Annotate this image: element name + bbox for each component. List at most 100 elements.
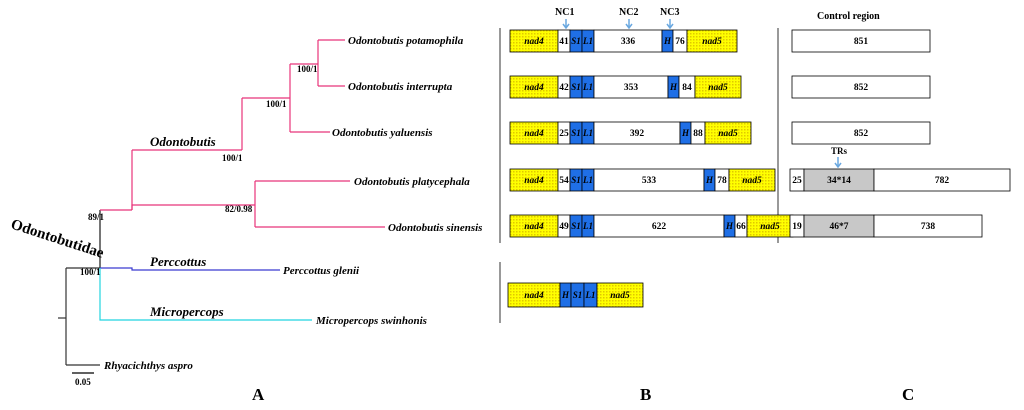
genus-label-odontobutis: Odontobutis	[150, 134, 216, 149]
nc2-label: NC2	[619, 7, 638, 18]
gene-box-nad5	[686, 29, 738, 53]
gene-label-nad5: nad5	[708, 83, 728, 93]
trna-l1-label: L1	[582, 175, 593, 185]
nc1-value: 54	[559, 176, 569, 186]
gene-label-nad5: nad5	[760, 222, 780, 232]
phylogenetic-tree: 0.05 Odontobutis potamophila Odontobutis…	[9, 35, 483, 387]
gene-label-nad4: nad4	[524, 129, 544, 139]
nc1-value: 49	[559, 222, 569, 232]
genus-label-perccottus: Perccottus	[150, 254, 206, 269]
scale-bar-label: 0.05	[75, 377, 91, 387]
gene-box-nad4	[507, 282, 561, 308]
control-region-row: 852	[791, 75, 931, 99]
gene-box-nad5	[596, 282, 644, 308]
nc1-value: 42	[559, 83, 569, 93]
trna-s1-label: S1	[571, 82, 581, 92]
control-region-row: 19 46*7 738	[789, 214, 983, 238]
trna-s1-label: S1	[571, 36, 581, 46]
trs-label: TRs	[831, 146, 848, 156]
nc-markers: NC1 NC2 NC3	[555, 7, 679, 30]
nc2-value: 533	[642, 176, 657, 186]
panel-label-c: C	[902, 385, 914, 404]
gene-label-nad5: nad5	[702, 37, 722, 47]
nc3-label: NC3	[660, 7, 679, 18]
species-label: Odontobutis platycephala	[354, 176, 470, 188]
nc3-value: 78	[717, 176, 727, 186]
gene-label-nad5: nad5	[718, 129, 738, 139]
trna-l1-label: L1	[585, 290, 596, 300]
trna-l1-label: L1	[582, 221, 593, 231]
control-region-box	[791, 121, 931, 145]
control-region-row: 25 34*14 782	[789, 168, 1011, 192]
support-value: 89/1	[88, 212, 105, 222]
branch-micropercops	[99, 268, 312, 321]
control-region-length: 852	[854, 83, 869, 93]
species-label: Odontobutis interrupta	[348, 81, 453, 93]
panel-label-b: B	[640, 385, 651, 404]
support-value: 100/1	[297, 64, 318, 74]
gene-box-nad5	[694, 75, 742, 99]
gene-label-nad5: nad5	[742, 176, 762, 186]
trna-l1-label: L1	[582, 128, 593, 138]
trna-h-label: H	[725, 221, 734, 231]
control-region-length: 852	[854, 129, 869, 139]
support-value: 100/1	[80, 267, 101, 277]
nc2-value: 353	[624, 83, 639, 93]
control-region-post-length: 782	[935, 176, 950, 186]
control-region-post-length: 738	[921, 222, 936, 232]
nc1-arrow-icon	[562, 19, 570, 30]
control-region-box	[791, 29, 931, 53]
control-region-length: 851	[854, 37, 869, 47]
family-label: Odontobutidae	[9, 217, 106, 262]
gene-label-nad5: nad5	[610, 291, 630, 301]
tandem-repeat-label: 34*14	[827, 176, 851, 186]
gene-label-nad4: nad4	[524, 37, 544, 47]
gene-box-nad5	[728, 168, 776, 192]
control-region-box	[791, 75, 931, 99]
control-region-post	[873, 214, 983, 238]
nc2-arrow-icon	[625, 19, 633, 30]
genus-label-micropercops: Micropercops	[149, 304, 224, 319]
trna-l1-label: L1	[582, 82, 593, 92]
control-region-title: Control region	[817, 11, 880, 22]
branch-perccottus	[100, 267, 280, 271]
nc1-value: 25	[559, 129, 569, 139]
nc3-value: 66	[736, 222, 746, 232]
support-value: 100/1	[266, 99, 287, 109]
gene-box-nad5	[704, 121, 752, 145]
nc3-arrow-icon	[666, 19, 674, 30]
species-label: Micropercops swinhonis	[315, 315, 427, 327]
panel-c-control-region: Control region TRs 851 852 852 25 34*14 782 19…	[789, 11, 1011, 238]
control-region-post	[873, 168, 1011, 192]
trna-h-label: H	[705, 175, 714, 185]
gene-label-nad4: nad4	[524, 222, 544, 232]
support-value: 82/0.98	[225, 204, 253, 214]
nc2-value: 336	[621, 37, 636, 47]
control-region-pre-length: 19	[792, 222, 802, 232]
nc2-value: 622	[652, 222, 667, 232]
control-region-pre-length: 25	[792, 176, 802, 186]
trs-arrow-icon	[834, 157, 842, 169]
trna-l1-label: L1	[582, 36, 593, 46]
species-label: Rhyacichthys aspro	[103, 360, 193, 372]
species-label: Perccottus glenii	[283, 265, 360, 277]
trna-h-label: H	[669, 82, 678, 92]
gene-label-nad4: nad4	[524, 176, 544, 186]
trna-h-label: H	[681, 128, 690, 138]
branch-clade-b-stem	[131, 204, 255, 210]
tandem-repeat-label: 46*7	[830, 222, 849, 232]
species-label: Odontobutis yaluensis	[332, 127, 433, 139]
species-label: Odontobutis potamophila	[348, 35, 464, 47]
species-label: Odontobutis sinensis	[388, 222, 482, 234]
nc3-value: 84	[682, 83, 692, 93]
trna-s1-label: S1	[573, 290, 583, 300]
gene-label-nad4: nad4	[524, 83, 544, 93]
support-value: 100/1	[222, 153, 243, 163]
